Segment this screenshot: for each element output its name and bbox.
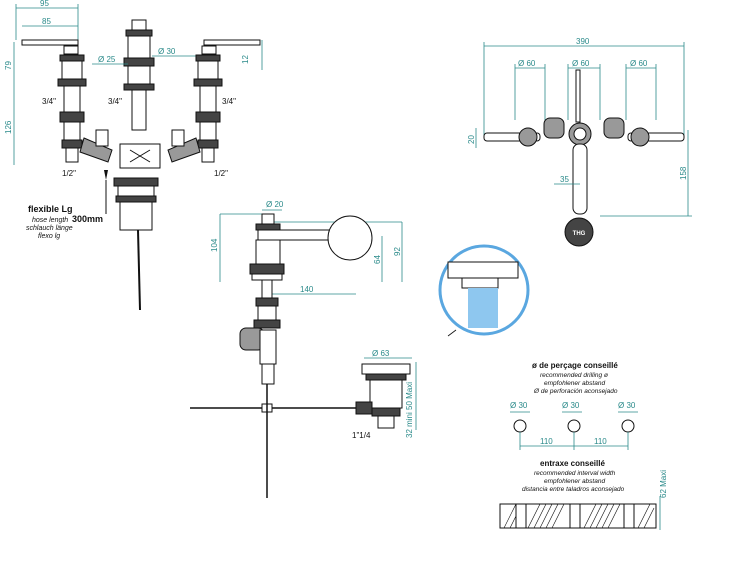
dim-tv-dia-left: Ø 60 (518, 59, 536, 68)
thread-left: 3/4" (42, 97, 56, 106)
top-view: 390 Ø 60 Ø 60 Ø 60 20 THG 35 158 (467, 37, 692, 247)
interval-title: entraxe conseillé (540, 459, 605, 468)
hose-note-title: flexible Lg (28, 204, 73, 214)
dim-spout-height: 79 (4, 61, 13, 70)
waste-thread: 1"1/4 (352, 431, 371, 440)
drilling-note: ø de perçage conseillé recommended drill… (510, 361, 638, 450)
dim-top-width: 95 (40, 0, 49, 8)
interval-line1: recommended interval width (534, 470, 616, 477)
dim-tv-dia-right: Ø 60 (630, 59, 648, 68)
dim-side-reach: 140 (300, 285, 314, 294)
drill-dia-2: Ø 30 (562, 401, 580, 410)
drill-dia-1: Ø 30 (510, 401, 528, 410)
detail-callout (438, 244, 530, 337)
front-view: 95 85 79 126 3/4" 1/2" Ø 30 Ø 25 3/4" (4, 0, 263, 311)
dim-tv-depth: 158 (679, 166, 688, 180)
dim-side-outlet: 64 (373, 255, 382, 264)
drill-gap-1: 110 (540, 437, 553, 446)
dim-body-height: 126 (4, 120, 13, 134)
side-view: Ø 20 104 92 64 140 (190, 200, 403, 498)
dim-tv-offset: 35 (560, 175, 569, 184)
brand-badge: THG (573, 231, 586, 237)
hose-note-line2: schlauch länge (26, 225, 73, 232)
drilling-line2: empfohlener abstand (544, 380, 605, 387)
dim-top-view-width: 390 (576, 37, 590, 46)
interval-note: entraxe conseillé recommended interval w… (499, 459, 668, 530)
dim-max-thickness: 62 Maxi (659, 470, 668, 498)
interval-line3: distancia entre taladros aconsejado (522, 486, 625, 493)
drill-dia-3: Ø 30 (618, 401, 636, 410)
hose-left: 1/2" (62, 169, 76, 178)
dim-tv-dia-center: Ø 60 (572, 59, 590, 68)
dim-side-dia: Ø 20 (266, 200, 284, 209)
hose-note: flexible Lg 300mm hose length schlauch l… (26, 204, 103, 240)
dim-dia-25: Ø 25 (98, 55, 116, 64)
interval-line2: empfohlener abstand (544, 478, 605, 485)
dim-side-total: 92 (393, 247, 402, 256)
thread-right: 3/4" (222, 97, 236, 106)
drilling-title: ø de perçage conseillé (532, 361, 618, 370)
hose-right: 1/2" (214, 169, 228, 178)
dim-handle-thick: 12 (241, 55, 250, 64)
dim-side-height: 104 (210, 238, 219, 252)
dim-waste-range: 32 mini 50 Maxi (405, 382, 414, 438)
drilling-line1: recommended drilling ø (540, 372, 608, 379)
dim-dia-30: Ø 30 (158, 47, 176, 56)
hose-note-line3: flexo lg (38, 233, 60, 240)
drill-gap-2: 110 (594, 437, 607, 446)
dim-waste-dia: Ø 63 (372, 349, 390, 358)
thread-center: 3/4" (108, 97, 122, 106)
dim-tv-height-small: 20 (467, 135, 476, 144)
hose-note-length: 300mm (72, 214, 103, 224)
hose-note-line1: hose length (32, 217, 68, 224)
waste-view: Ø 63 32 mini 50 Maxi 1"1/4 (352, 349, 417, 440)
dim-handle-span: 85 (42, 17, 51, 26)
drilling-line3: Ø de perforación aconsejado (533, 388, 618, 395)
